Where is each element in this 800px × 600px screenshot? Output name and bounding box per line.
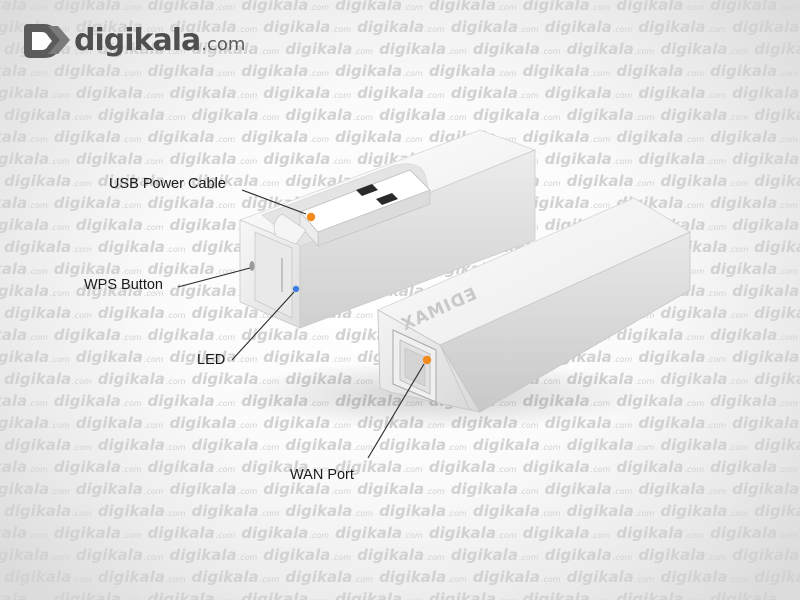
watermark-row: digikala.comdigikala.comdigikala.comdigi… <box>0 62 798 80</box>
logo-wordmark: digikala <box>74 22 201 58</box>
led-indicator <box>292 285 300 293</box>
watermark-row: digikala.comdigikala.comdigikala.comdigi… <box>4 40 800 58</box>
digikala-logo: digikala .com <box>18 18 245 62</box>
watermark-row: digikala.comdigikala.comdigikala.comdigi… <box>0 524 798 542</box>
callout-line-usb <box>241 189 307 215</box>
callout-line-wps <box>177 267 251 288</box>
label-wan-port: WAN Port <box>290 467 354 483</box>
callout-line-wan <box>367 363 425 459</box>
watermark-row: digikala.comdigikala.comdigikala.comdigi… <box>0 128 798 146</box>
watermark-row: digikala.comdigikala.comdigikala.comdigi… <box>0 150 800 168</box>
watermark-row: digikala.comdigikala.comdigikala.comdigi… <box>0 480 800 498</box>
label-wps-button: WPS Button <box>84 277 163 293</box>
watermark-row: digikala.comdigikala.comdigikala.comdigi… <box>0 458 798 476</box>
wan-port-marker <box>422 355 432 365</box>
digikala-logo-icon <box>24 24 70 58</box>
router-unit-left <box>238 129 537 329</box>
usb-cable-marker <box>306 212 316 222</box>
label-usb-power-cable: USB Power Cable <box>109 176 226 192</box>
watermark-row: digikala.comdigikala.comdigikala.comdigi… <box>0 590 798 600</box>
logo-suffix: .com <box>201 33 246 55</box>
callout-lines <box>177 189 425 459</box>
watermark-row: digikala.comdigikala.comdigikala.comdigi… <box>0 0 798 14</box>
watermark-row: digikala.comdigikala.comdigikala.comdigi… <box>0 546 800 564</box>
callout-line-led <box>231 291 295 361</box>
router-unit-right: EDIMAX <box>377 197 691 413</box>
watermark-row: digikala.comdigikala.comdigikala.comdigi… <box>0 84 800 102</box>
label-led: LED <box>197 352 226 368</box>
